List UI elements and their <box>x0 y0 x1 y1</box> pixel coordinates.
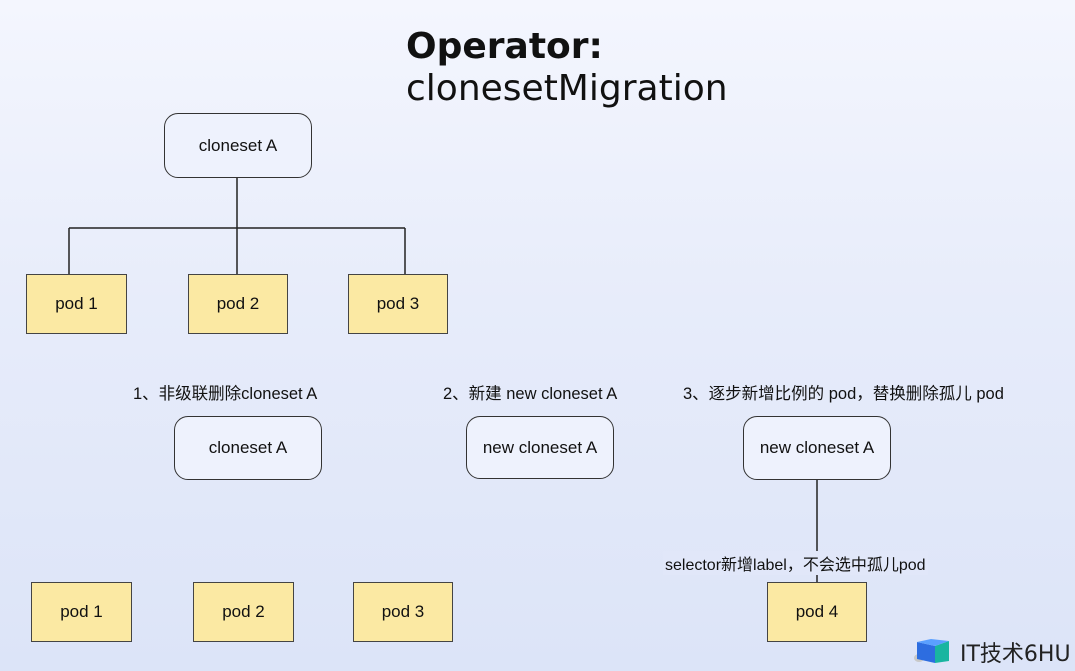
diagram-title: Operator: <box>406 26 603 67</box>
step1-cloneset-a-node: cloneset A <box>174 416 322 480</box>
watermark: IT技术6HU <box>912 636 1071 668</box>
pod-4-node: pod 4 <box>767 582 867 642</box>
watermark-text: IT技术6HU <box>960 642 1071 667</box>
step3-new-cloneset-a-node: new cloneset A <box>743 416 891 480</box>
orphan-pod-2-node: pod 2 <box>193 582 294 642</box>
cloneset-a-root-node: cloneset A <box>164 113 312 178</box>
step-3-label: 3、逐步新增比例的 pod，替换删除孤儿 pod <box>683 385 1004 403</box>
step-1-label: 1、非级联删除cloneset A <box>133 385 318 403</box>
step2-new-cloneset-a-node: new cloneset A <box>466 416 614 479</box>
watermark-logo-icon <box>914 639 949 663</box>
orphan-pod-1-node: pod 1 <box>31 582 132 642</box>
selector-edge-label: selector新增label，不会选中孤儿pod <box>663 551 928 575</box>
orphan-pod-3-node: pod 3 <box>353 582 453 642</box>
diagram-subtitle: clonesetMigration <box>406 68 728 109</box>
top-pod-3-node: pod 3 <box>348 274 448 334</box>
top-pod-2-node: pod 2 <box>188 274 288 334</box>
top-pod-1-node: pod 1 <box>26 274 127 334</box>
step-2-label: 2、新建 new cloneset A <box>443 385 618 403</box>
